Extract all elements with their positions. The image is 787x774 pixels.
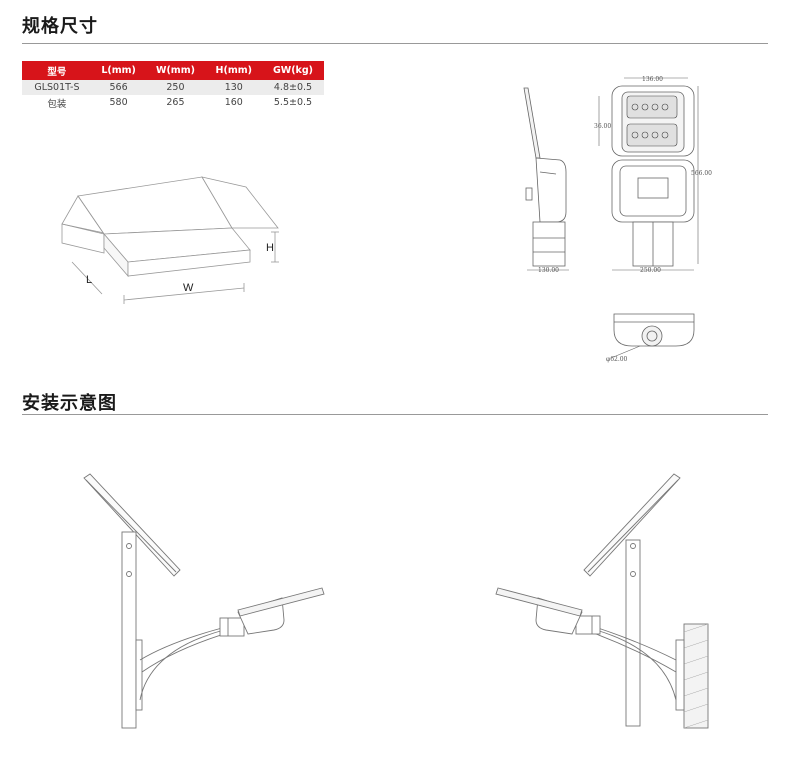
cell-weight: 4.8±0.5 <box>261 80 324 95</box>
cell-model: GLS01T-S <box>22 80 92 95</box>
cell-weight: 5.5±0.5 <box>273 97 313 108</box>
spec-section-title: 规格尺寸 <box>22 16 98 37</box>
table-row: 包装 580 265 160 5.5±0.5 <box>22 95 324 110</box>
cell-width: 250 <box>145 80 206 95</box>
dim-pole-diameter: φ62.00 <box>606 356 628 363</box>
install-section-title: 安装示意图 <box>22 393 117 414</box>
header-model: 型号 <box>22 61 92 80</box>
spec-section-divider <box>22 43 768 44</box>
dim-body-width: 250.00 <box>640 267 661 274</box>
cell-width: 265 <box>166 97 185 108</box>
dim-side-width: 130.00 <box>538 267 559 274</box>
cell-length: 580 <box>109 97 128 108</box>
header-weight: GW(kg) <box>261 61 324 80</box>
dim-total-length: 566.00 <box>691 170 712 177</box>
cell-length: 566 <box>91 80 146 95</box>
install-wall-mount-drawing <box>495 473 709 729</box>
install-section-divider <box>22 414 768 415</box>
dim-module-height: 36.00 <box>594 123 611 130</box>
lamp-front-view <box>598 77 699 271</box>
spec-table: 型号 L(mm) W(mm) H(mm) GW(kg) GLS01T-S 566… <box>22 61 324 110</box>
spec-table-header: 型号 L(mm) W(mm) H(mm) GW(kg) <box>22 61 324 80</box>
header-height: H(mm) <box>205 61 262 80</box>
header-width: W(mm) <box>145 61 206 80</box>
box-height-label: H <box>266 242 274 254</box>
box-width-label: W <box>183 282 194 294</box>
header-length: L(mm) <box>91 61 146 80</box>
package-box-drawing <box>61 176 279 304</box>
table-row: GLS01T-S 566 250 130 4.8±0.5 <box>22 80 324 95</box>
cell-model: 包装 <box>47 98 67 110</box>
lamp-side-view <box>523 87 569 271</box>
install-pole-mount-drawing <box>83 473 325 729</box>
cell-height: 160 <box>224 97 243 108</box>
box-length-label: L <box>86 274 92 286</box>
cell-height: 130 <box>205 80 262 95</box>
dim-top-width: 136.00 <box>642 76 663 83</box>
lamp-bottom-view <box>610 313 695 359</box>
